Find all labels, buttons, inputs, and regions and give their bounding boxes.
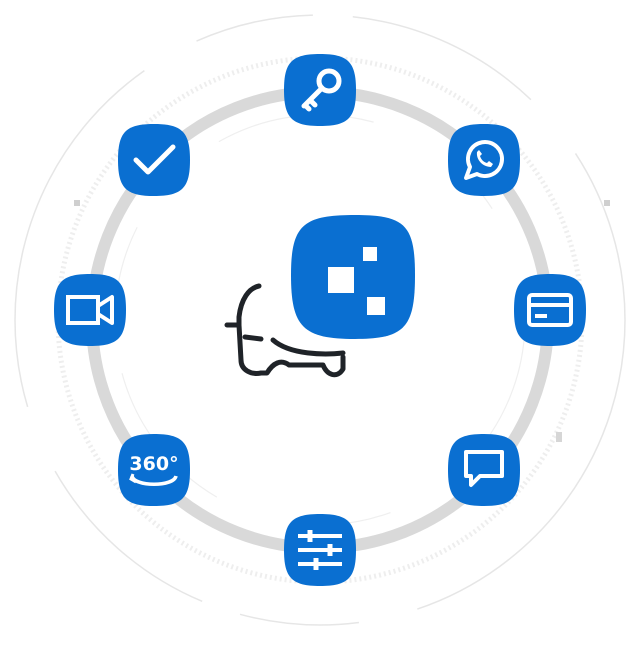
credit-card-icon [512, 272, 588, 348]
video-camera-icon [52, 272, 128, 348]
sliders-icon [282, 512, 358, 588]
whatsapp-icon [446, 122, 522, 198]
car-with-squares-logo-icon [224, 215, 415, 378]
chat-bubble-icon [446, 432, 522, 508]
key-icon [282, 52, 358, 128]
rotate-360-label: 360° [129, 453, 178, 475]
checkmark-icon [116, 122, 192, 198]
rotate-360-icon: 360° [116, 432, 192, 508]
